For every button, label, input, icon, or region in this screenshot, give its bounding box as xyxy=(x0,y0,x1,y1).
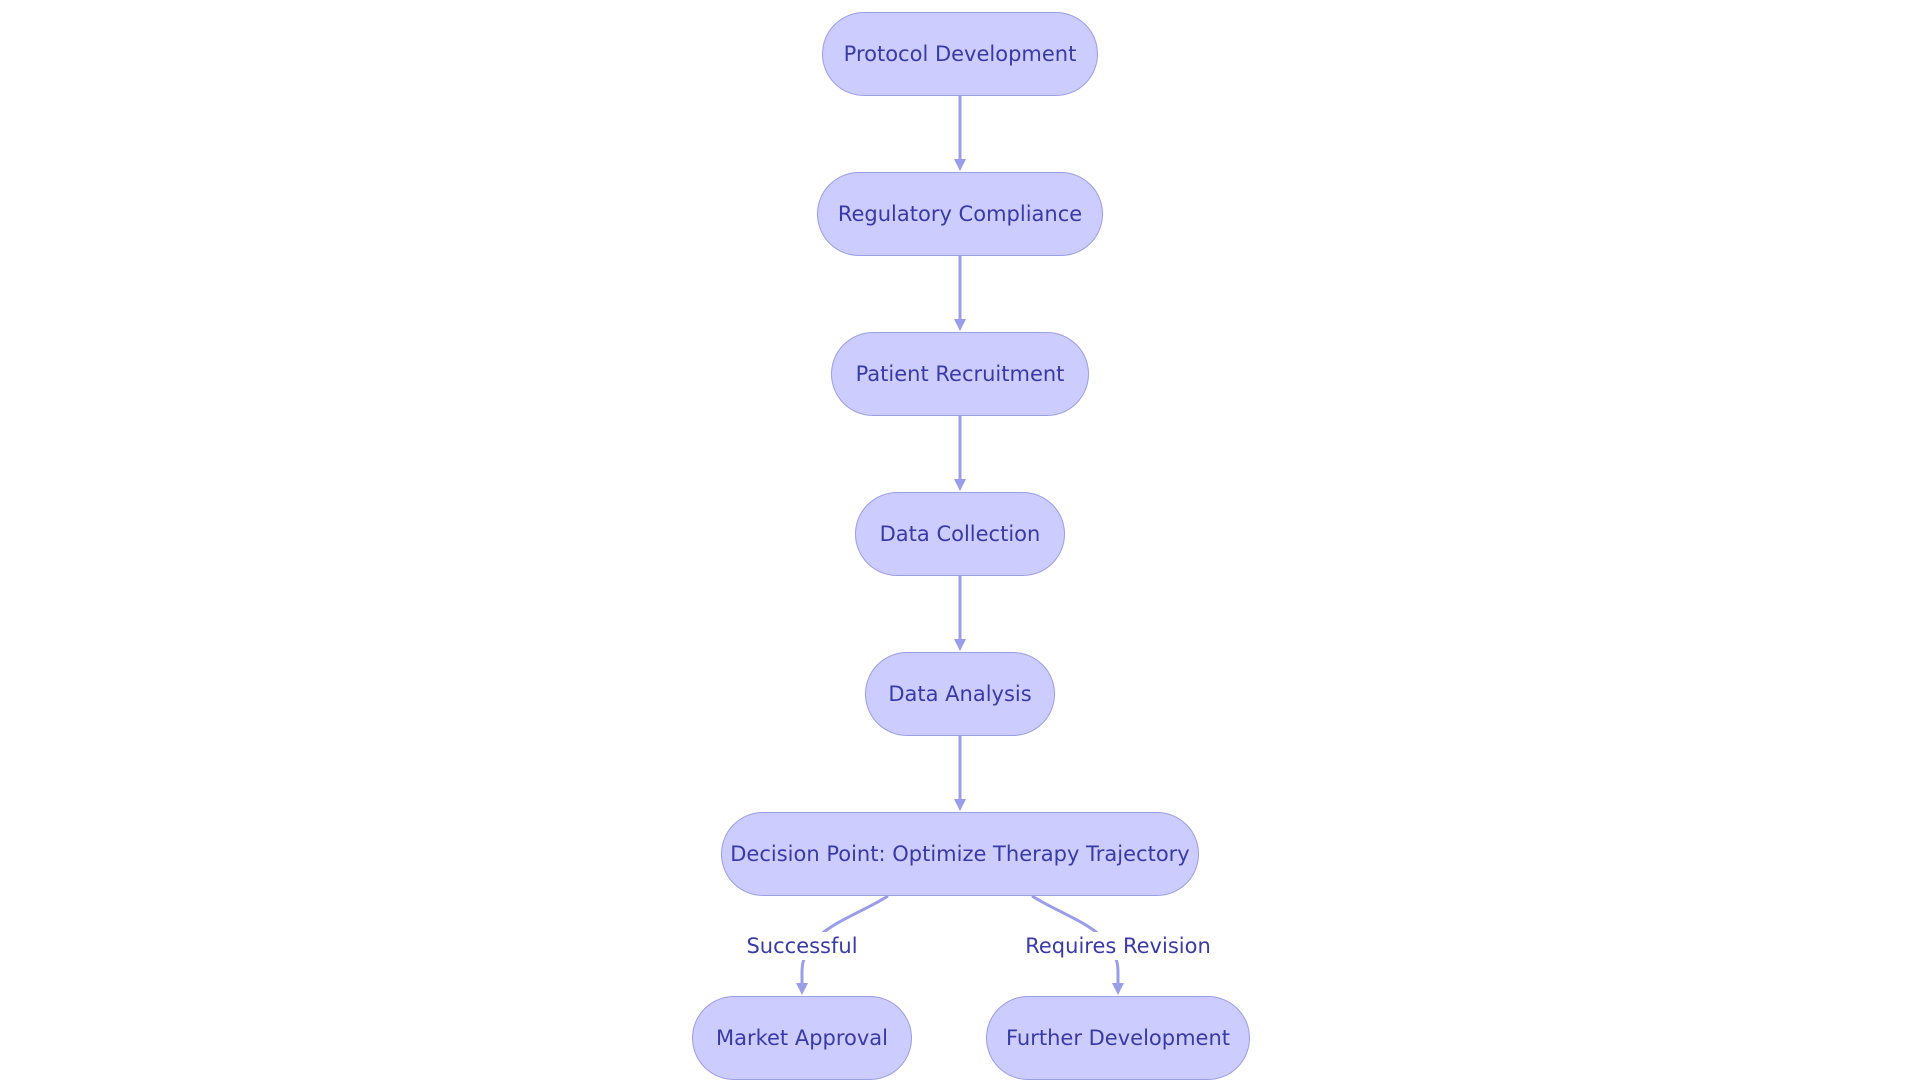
edge-decision-to-market xyxy=(796,894,889,995)
node-market-approval: Market Approval xyxy=(692,996,912,1080)
node-data-collection: Data Collection xyxy=(855,492,1065,576)
node-patient-recruitment: Patient Recruitment xyxy=(831,332,1089,416)
edge-label-successful: Successful xyxy=(742,932,862,960)
node-data-analysis: Data Analysis xyxy=(865,652,1055,736)
edge-label-requires-revision: Requires Revision xyxy=(1021,932,1215,960)
node-regulatory-compliance: Regulatory Compliance xyxy=(817,172,1103,256)
node-protocol-development: Protocol Development xyxy=(822,12,1098,96)
edge-decision-to-further xyxy=(1031,894,1124,995)
node-decision-point: Decision Point: Optimize Therapy Traject… xyxy=(721,812,1199,896)
node-further-development: Further Development xyxy=(986,996,1250,1080)
